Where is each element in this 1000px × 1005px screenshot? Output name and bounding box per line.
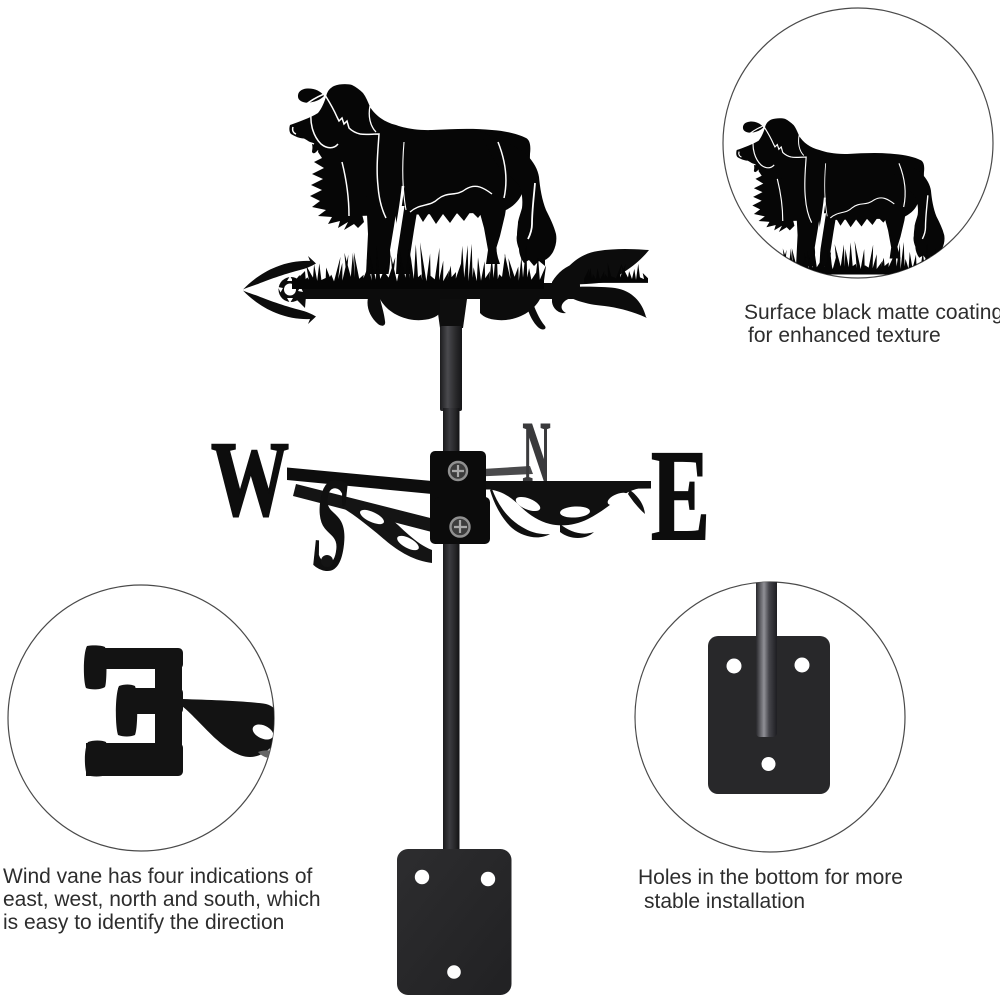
svg-text:W: W bbox=[211, 421, 289, 539]
svg-text:E: E bbox=[651, 424, 710, 568]
